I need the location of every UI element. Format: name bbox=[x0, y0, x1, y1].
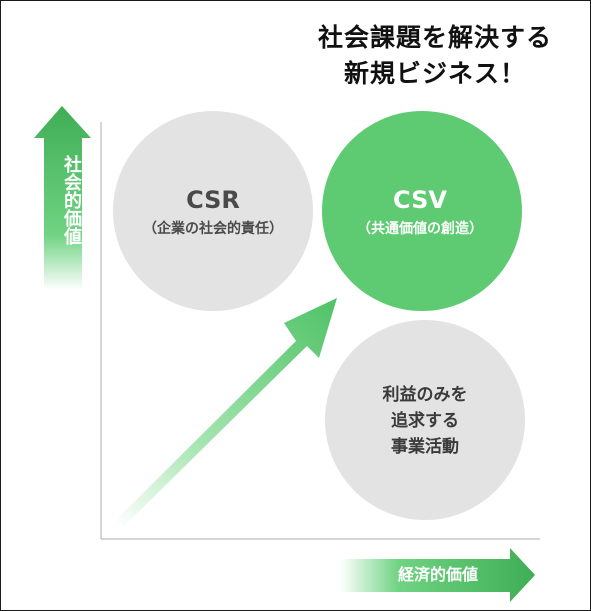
csr-circle bbox=[113, 111, 313, 311]
csr-title: CSR bbox=[186, 186, 240, 214]
profit-only-label: 利益のみを 追求する 事業活動 bbox=[330, 382, 520, 460]
csv-circle bbox=[322, 111, 522, 311]
csv-subtitle: （共通価値の創造） bbox=[357, 221, 483, 237]
x-axis-arrow bbox=[340, 548, 535, 602]
headline-line-1: 社会課題を解決する bbox=[317, 23, 552, 52]
growth-arrow bbox=[116, 298, 337, 526]
profit-line-3: 事業活動 bbox=[391, 437, 459, 457]
headline-line-2: 新規ビジネス！ bbox=[343, 59, 526, 88]
csv-title: CSV bbox=[393, 186, 447, 214]
y-axis-arrow bbox=[34, 106, 91, 290]
headline: 社会課題を解決する 新規ビジネス！ bbox=[290, 20, 580, 92]
y-axis-label: 社会的価値 bbox=[61, 155, 82, 245]
profit-circle bbox=[325, 320, 525, 520]
csr-subtitle: （企業の社会的責任） bbox=[143, 221, 283, 237]
profit-line-2: 追求する bbox=[391, 411, 459, 431]
profit-line-1: 利益のみを bbox=[382, 385, 468, 405]
x-axis-label: 経済的価値 bbox=[397, 565, 478, 584]
